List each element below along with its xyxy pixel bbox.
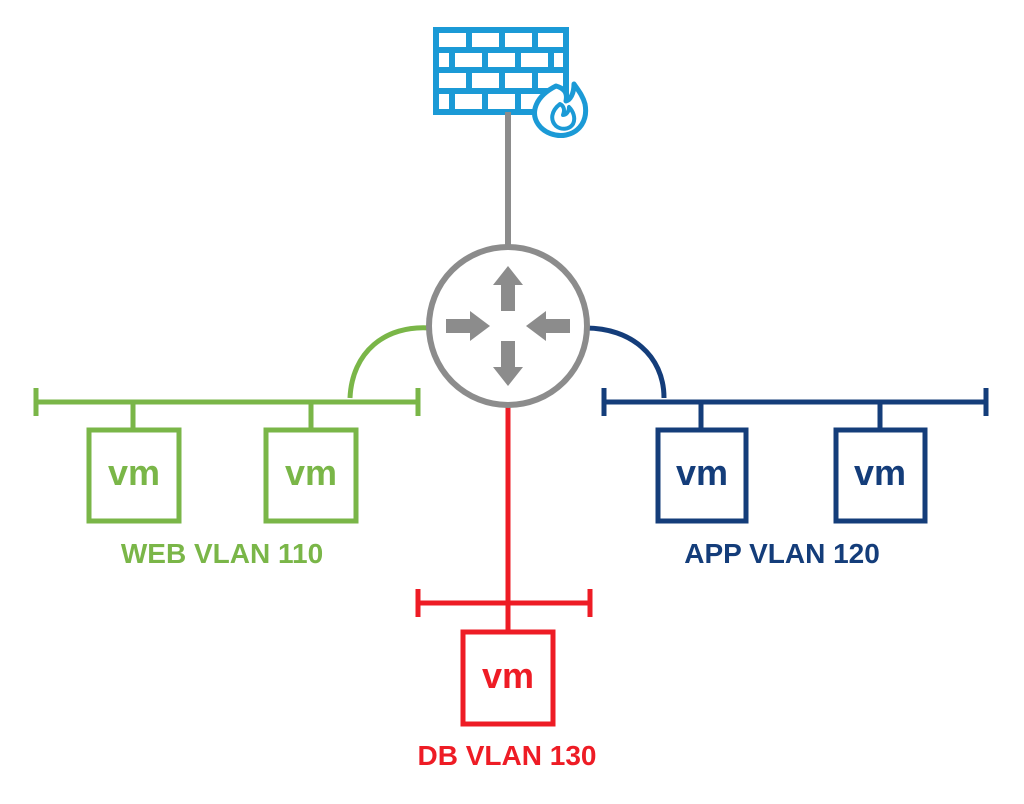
firewall-icon: [433, 27, 589, 138]
db-vlan-label: DB VLAN 130: [418, 740, 597, 771]
vm-label: vm: [854, 452, 906, 493]
app-vlan-segment: [601, 388, 989, 430]
web-vm-2: vm: [263, 427, 359, 524]
vm-label: vm: [285, 452, 337, 493]
router-app-link: [585, 325, 667, 399]
web-vm-1: vm: [86, 427, 182, 524]
vm-label: vm: [676, 452, 728, 493]
router-web-link: [347, 325, 431, 399]
app-vm-1: vm: [655, 427, 749, 524]
vm-label: vm: [482, 655, 534, 696]
router-icon: [426, 244, 590, 408]
app-vlan-label: APP VLAN 120: [684, 538, 880, 569]
vm-label: vm: [108, 452, 160, 493]
app-vm-2: vm: [833, 427, 928, 524]
web-vlan-label: WEB VLAN 110: [121, 538, 323, 569]
db-vm-1: vm: [460, 629, 556, 727]
flame-icon: [532, 81, 589, 138]
web-vlan-segment: [33, 388, 421, 430]
db-vlan-segment: [415, 589, 593, 617]
